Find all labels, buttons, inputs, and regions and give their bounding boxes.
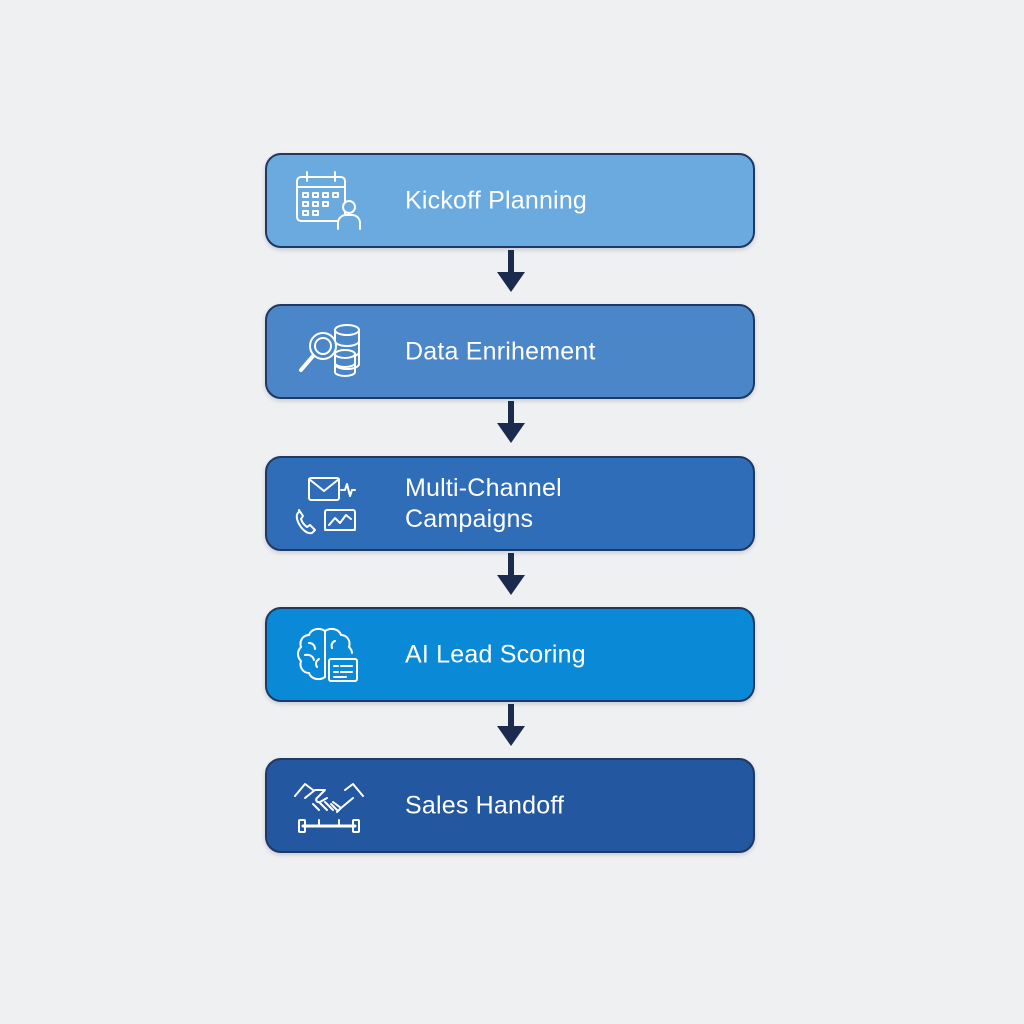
step-label: Multi-Channel Campaigns [405,473,562,533]
down-arrow-icon [497,704,525,748]
handshake-icon [291,774,367,838]
step-label: Sales Handoff [405,791,565,819]
step-data-enrichment: Data Enrihement [265,304,755,399]
step-label: Data Enrihement [405,337,596,365]
calendar-person-icon [291,169,367,233]
step-sales-handoff: Sales Handoff [265,758,755,853]
search-database-icon [291,320,367,384]
down-arrow-icon [497,250,525,294]
step-multi-channel-campaigns: Multi-Channel Campaigns [265,456,755,551]
step-ai-lead-scoring: AI Lead Scoring [265,607,755,702]
step-label: Kickoff Planning [405,186,588,214]
down-arrow-icon [497,553,525,597]
down-arrow-icon [497,401,525,445]
brain-scorecard-icon [291,623,367,687]
step-label: AI Lead Scoring [405,640,586,668]
step-kickoff-planning: Kickoff Planning [265,153,755,248]
email-phone-analytics-icon [291,472,367,536]
